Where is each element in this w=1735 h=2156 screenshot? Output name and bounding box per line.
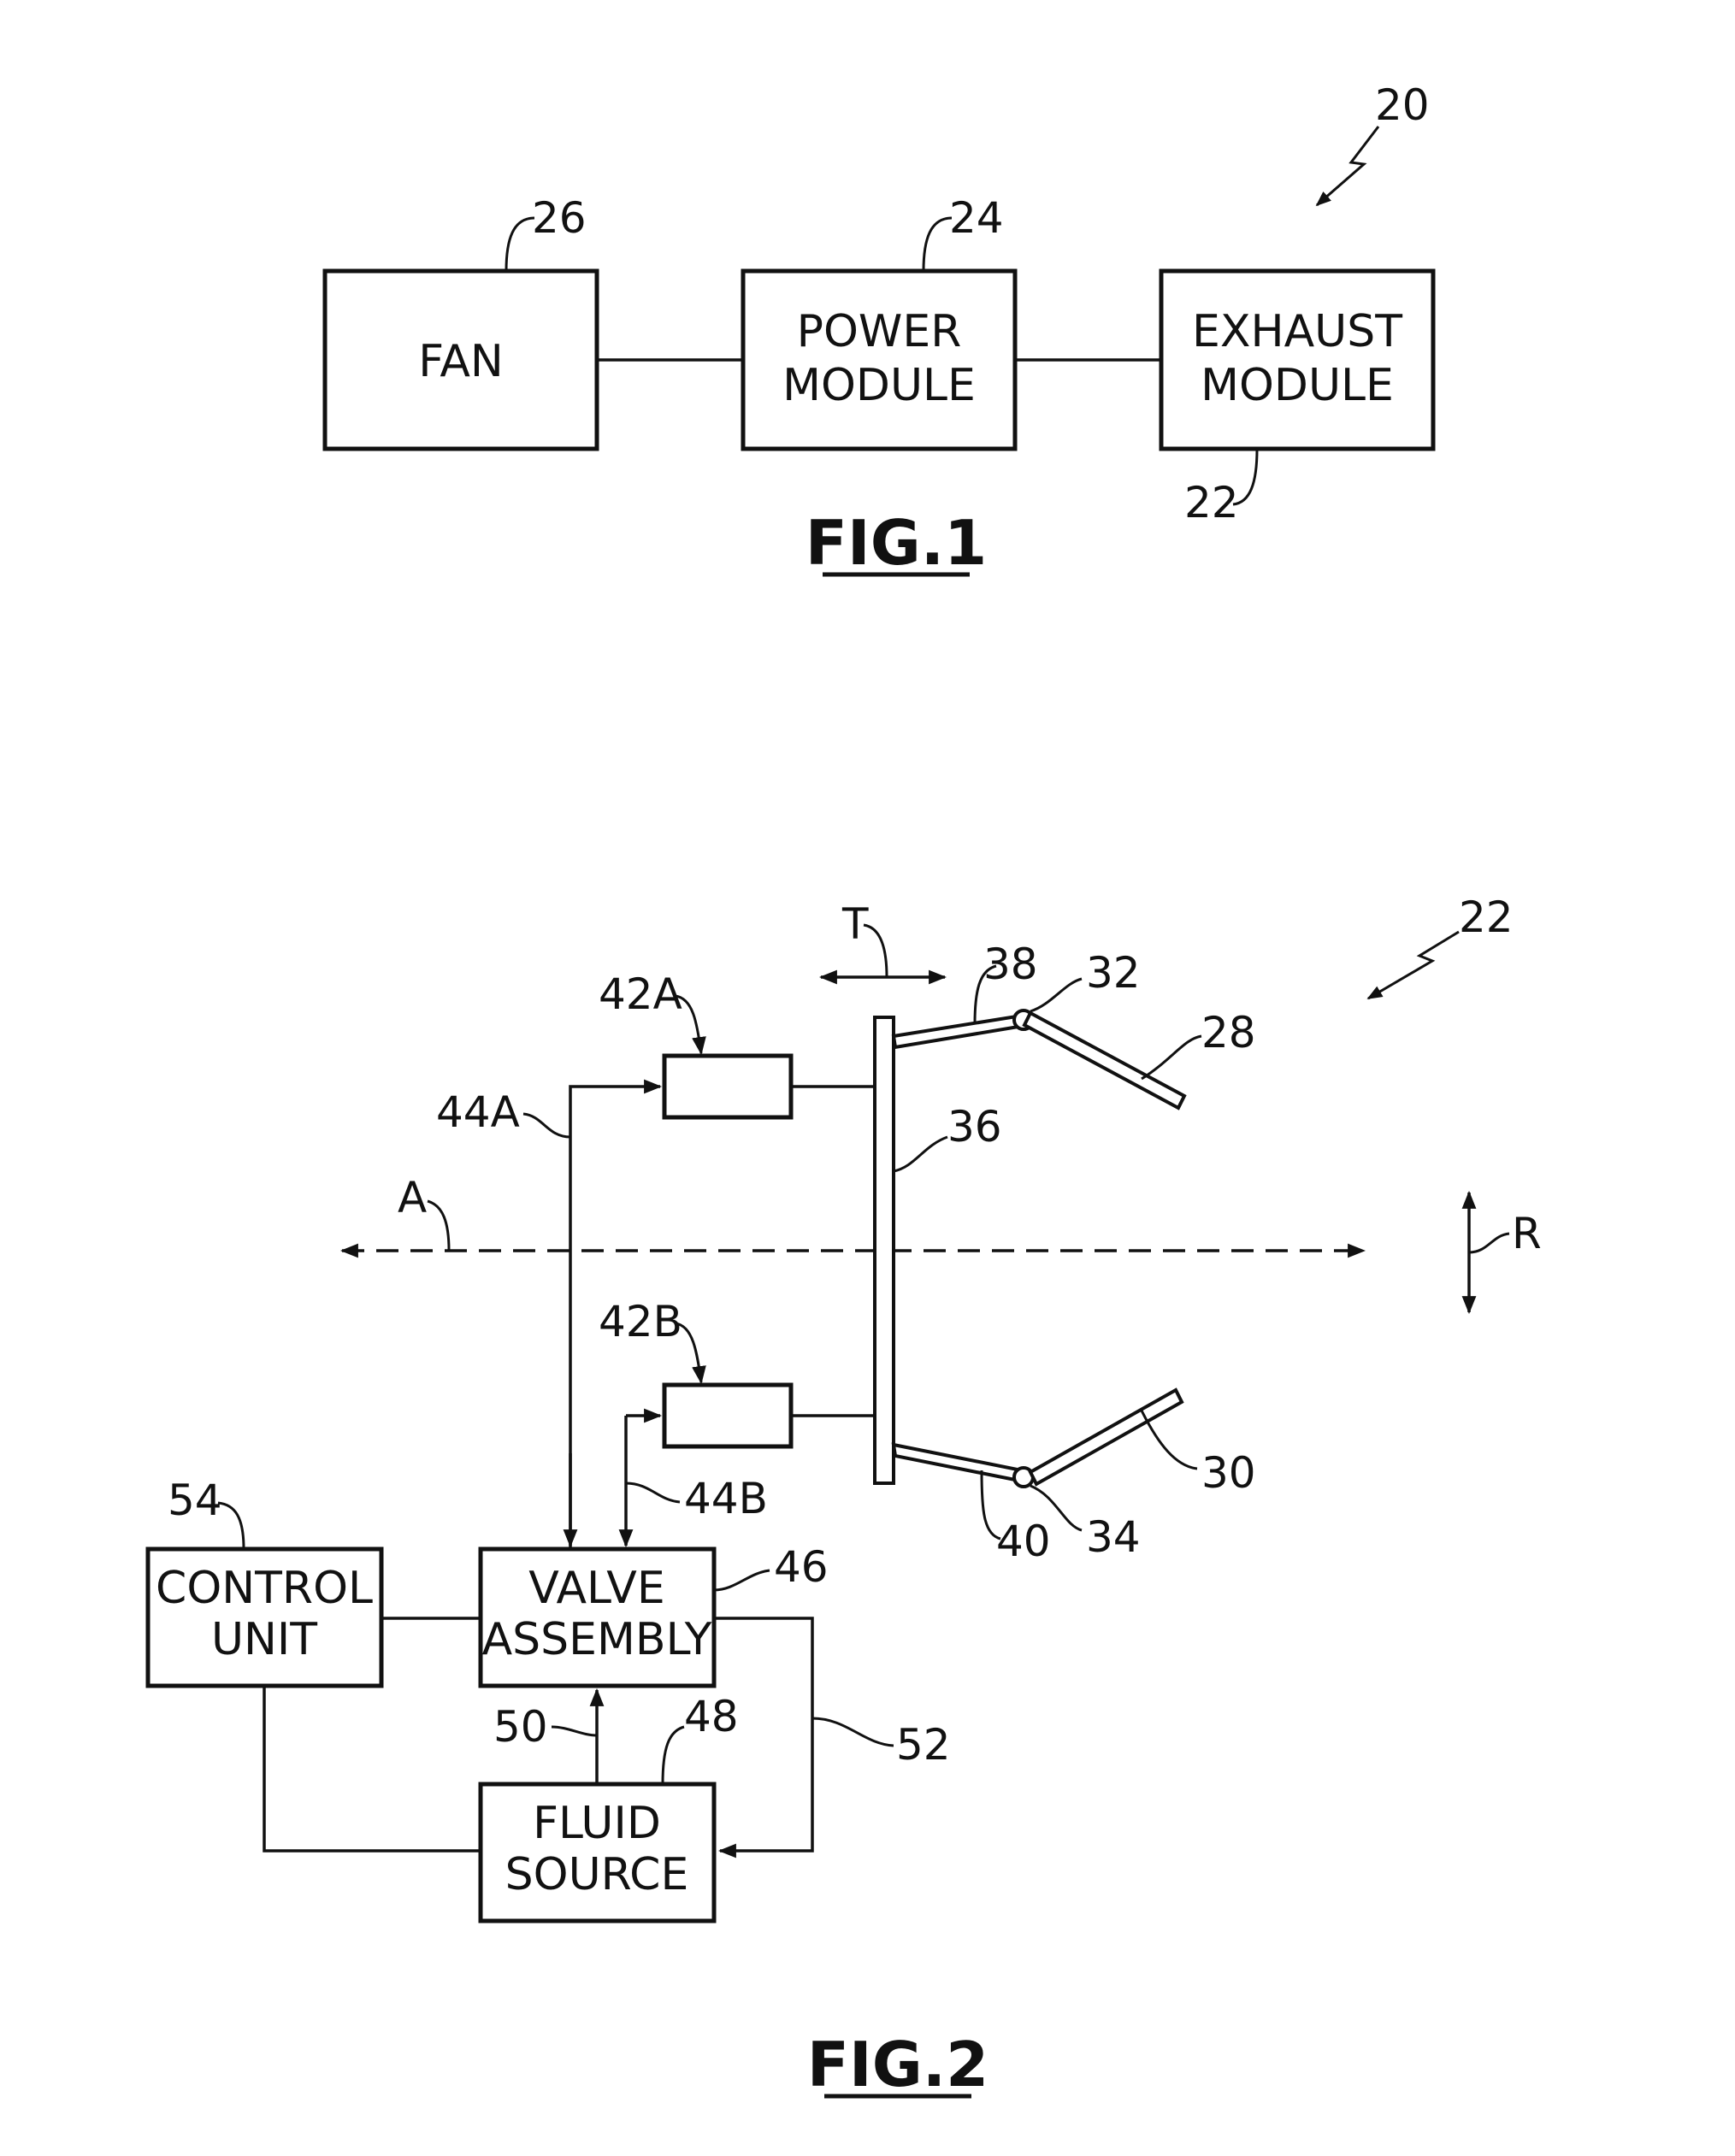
ref-36-leader — [894, 1137, 947, 1171]
ref-20-label: 20 — [1375, 80, 1430, 130]
ref-52-leader — [812, 1718, 894, 1746]
r-leader — [1469, 1234, 1509, 1252]
ref-20-arrow — [1317, 127, 1378, 205]
fan-label: FAN — [418, 336, 504, 387]
link-38 — [894, 1016, 1024, 1047]
ref-32-label: 32 — [1086, 948, 1141, 998]
ref-52-label: 52 — [896, 1720, 951, 1770]
ref-34-label: 34 — [1086, 1512, 1141, 1562]
ref-28-label: 28 — [1201, 1008, 1256, 1057]
ref-44a-label: 44A — [436, 1087, 520, 1137]
ref-26-leader — [506, 218, 534, 271]
ref-22-fig2-arrow — [1368, 932, 1459, 998]
ref-46-leader — [714, 1570, 770, 1590]
ref-26-label: 26 — [532, 193, 587, 243]
control-unit-line2: UNIT — [211, 1614, 317, 1665]
ref-48-leader — [663, 1727, 684, 1784]
ref-30-label: 30 — [1201, 1448, 1256, 1498]
r-label: R — [1512, 1209, 1542, 1258]
fig1-title: FIG.1 — [806, 507, 988, 579]
ref-28-leader — [1142, 1036, 1201, 1079]
ref-44b-label: 44B — [684, 1474, 768, 1523]
ref-50-label: 50 — [493, 1702, 548, 1752]
ref-42b-label: 42B — [599, 1297, 682, 1346]
a-label: A — [398, 1173, 427, 1222]
ref-50-leader — [552, 1727, 597, 1735]
ref-32-leader — [1030, 979, 1082, 1011]
actuator-42b — [664, 1385, 791, 1446]
ref-22-fig1-label: 22 — [1184, 478, 1239, 527]
control-fluid-link — [264, 1686, 481, 1851]
control-unit-line1: CONTROL — [156, 1563, 373, 1614]
flap-28 — [1024, 1013, 1184, 1108]
ref-48-label: 48 — [684, 1692, 739, 1741]
exhaust-module-line2: MODULE — [1201, 360, 1394, 411]
figure-2: 22 T A R 36 38 32 28 40 — [148, 892, 1542, 2100]
ref-38-label: 38 — [983, 940, 1038, 989]
flap-30 — [1030, 1390, 1182, 1484]
actuator-42a — [664, 1056, 791, 1117]
fluid-source-line1: FLUID — [533, 1798, 661, 1849]
figure-1: 20 FAN 26 POWER MODULE 24 EXHAUST MODULE… — [325, 80, 1433, 579]
fig2-title: FIG.2 — [807, 2029, 989, 2100]
ref-24-leader — [924, 218, 952, 271]
fluid-source-line2: SOURCE — [505, 1849, 689, 1900]
ref-44a-leader — [523, 1114, 570, 1137]
valve-assembly-line2: ASSEMBLY — [482, 1614, 712, 1665]
ref-44b-leader — [626, 1483, 680, 1502]
ref-54-label: 54 — [168, 1476, 222, 1525]
power-module-line1: POWER — [797, 306, 962, 357]
a-leader — [428, 1201, 449, 1251]
sync-ring-36 — [875, 1017, 894, 1483]
ref-42a-label: 42A — [599, 969, 682, 1019]
link-40 — [894, 1445, 1024, 1482]
power-module-line2: MODULE — [782, 360, 976, 411]
ref-46-label: 46 — [774, 1542, 829, 1592]
valve-assembly-line1: VALVE — [528, 1563, 665, 1614]
ref-40-label: 40 — [996, 1517, 1051, 1566]
ref-36-label: 36 — [947, 1102, 1002, 1152]
ref-22-fig2-label: 22 — [1459, 892, 1514, 942]
exhaust-module-line1: EXHAUST — [1192, 306, 1402, 357]
t-label: T — [841, 899, 869, 949]
ref-24-label: 24 — [949, 193, 1004, 243]
